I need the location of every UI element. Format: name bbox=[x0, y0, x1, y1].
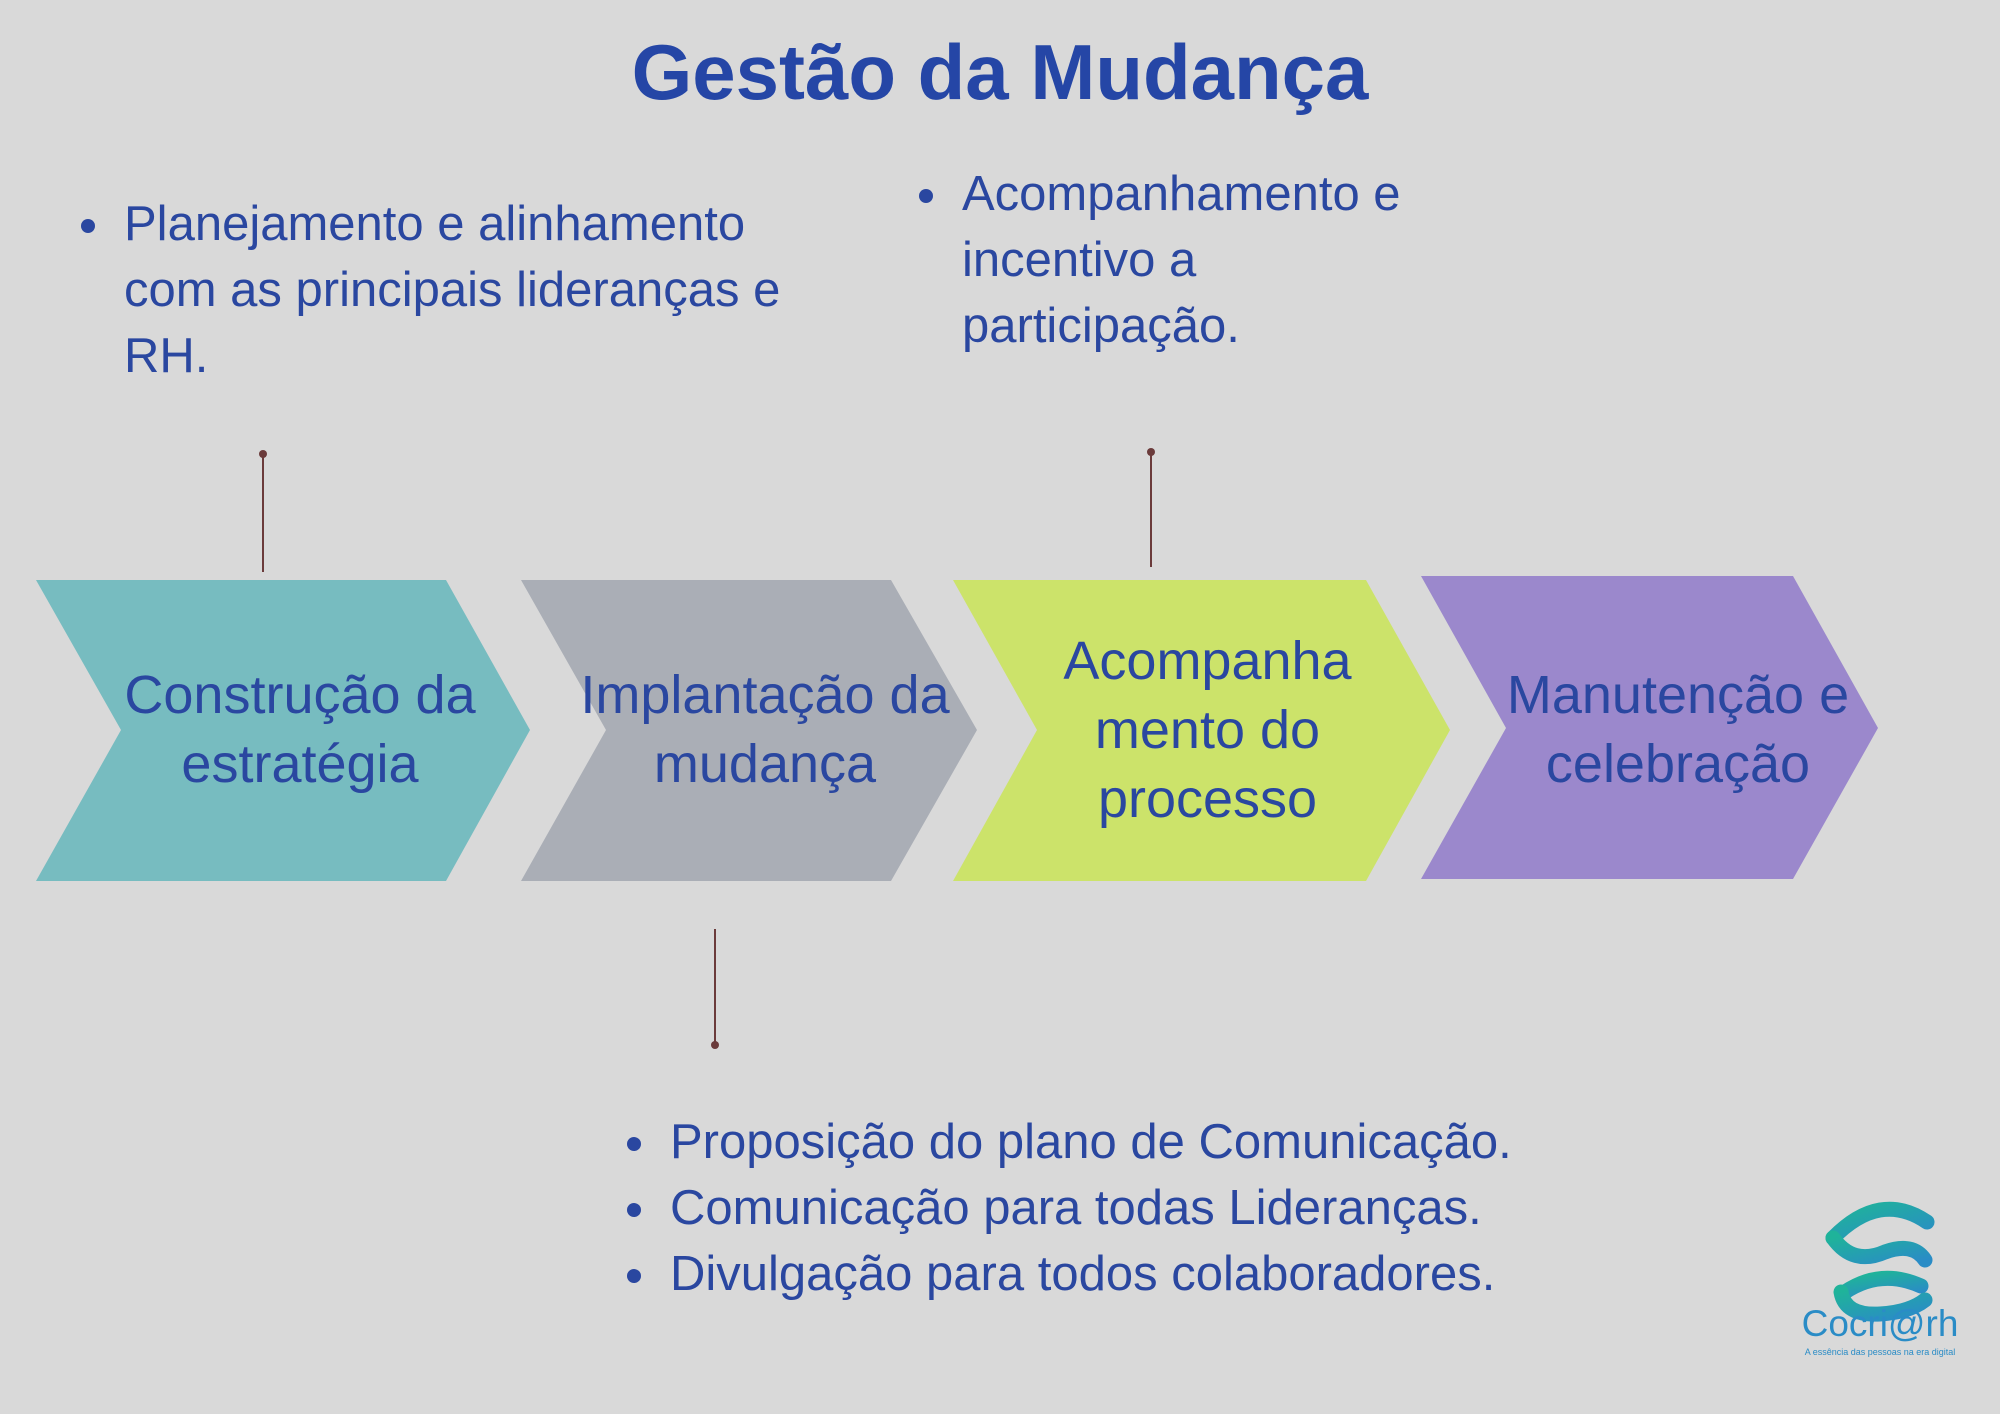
step1-connector bbox=[259, 450, 267, 572]
step2-note: Proposição do plano de Comunicação. bbox=[662, 1109, 1762, 1175]
step2-note: Comunicação para todas Lideranças. bbox=[662, 1175, 1762, 1241]
step1-note: Planejamento e alinhamento com as princi… bbox=[116, 191, 816, 389]
logo-name: Cocri@rh bbox=[1801, 1303, 1959, 1344]
step3-note: Acompanhamento e incentivo a participaçã… bbox=[954, 161, 1474, 359]
step1-notes: Planejamento e alinhamento com as princi… bbox=[68, 191, 816, 389]
step2-connector bbox=[711, 929, 719, 1049]
step4-label: Manutenção e celebração bbox=[1506, 665, 1850, 794]
wifi-wave-icon bbox=[1825, 1201, 1935, 1322]
step2-note: Divulgação para todos colaboradores. bbox=[662, 1241, 1762, 1307]
chevron-step3 bbox=[953, 580, 1450, 881]
step2-notes: Proposição do plano de Comunicação. Comu… bbox=[614, 1109, 1762, 1307]
step2-label: Implantação da mudança bbox=[580, 665, 950, 794]
chevron-step4 bbox=[1421, 576, 1878, 879]
chevron-step1 bbox=[36, 580, 530, 881]
step3-notes: Acompanhamento e incentivo a participaçã… bbox=[906, 161, 1474, 359]
chevron-step2 bbox=[521, 580, 977, 881]
logo-tagline: A essência das pessoas na era digital bbox=[1804, 1347, 1956, 1357]
step3-label: Acompanha mento do processo bbox=[1063, 630, 1352, 829]
page-title: Gestão da Mudança bbox=[631, 28, 1369, 116]
step3-connector bbox=[1147, 448, 1155, 567]
step1-label: Construção da estratégia bbox=[124, 665, 476, 794]
